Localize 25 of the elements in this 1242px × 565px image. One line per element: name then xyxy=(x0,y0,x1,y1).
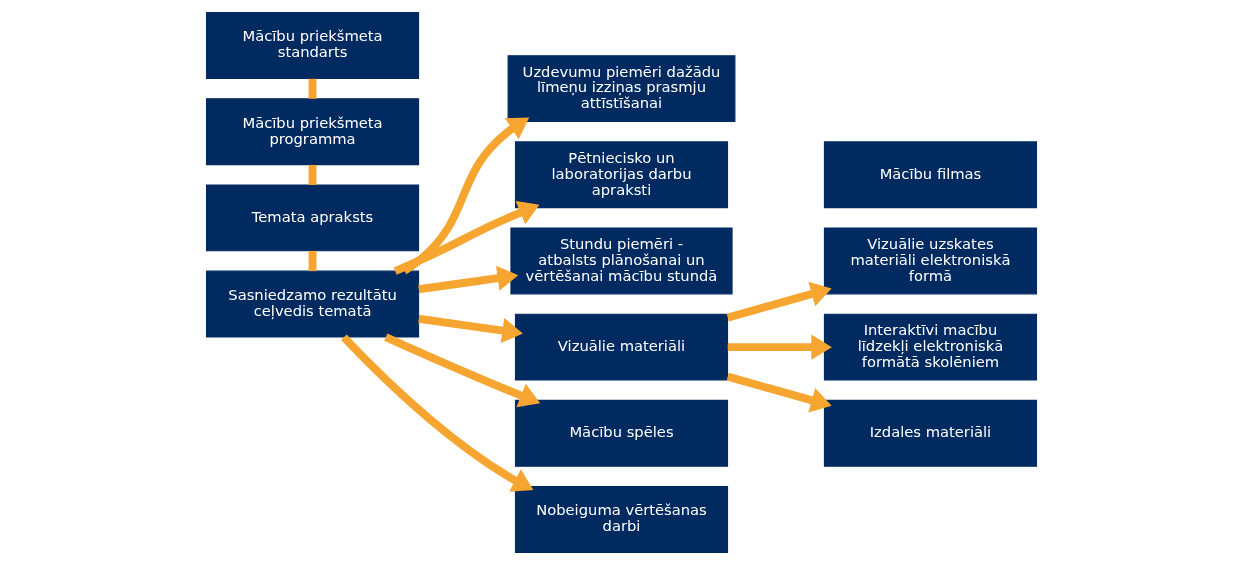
arrow xyxy=(727,334,832,360)
node-box: Interaktīvi macību līdzekļi elektroniskā formātā skolēniem xyxy=(823,313,1037,381)
node-box: Temata apraksts xyxy=(205,184,419,252)
node-box: Mācību filmas xyxy=(823,141,1037,209)
node-box: Vizuālie materiāli xyxy=(514,313,728,381)
arrow xyxy=(726,372,832,413)
node-box: Pētniecisko un laboratorijas darbu apraksti xyxy=(514,141,728,209)
node-box: Sasniedzamo rezultātu ceļvedis tematā xyxy=(205,270,419,338)
connector xyxy=(308,164,316,185)
node-box: Stundu piemēri - atbalsts plānošanai un vērtēšanai mācību stundā xyxy=(509,227,733,295)
node-box: Izdales materiāli xyxy=(823,399,1037,467)
arrow xyxy=(417,314,523,344)
arrow xyxy=(393,200,539,275)
arrow xyxy=(726,281,832,322)
arrow xyxy=(383,333,540,408)
arrow xyxy=(340,334,533,492)
arrow xyxy=(417,265,518,294)
node-box: Uzdevumu piemēri dažādu līmeņu izziņas prasmju attīstīšanai xyxy=(507,55,735,123)
node-box: Mācību spēles xyxy=(514,399,728,467)
node-box: Nobeiguma vērtēšanas darbi xyxy=(514,486,728,553)
node-box: Mācību priekšmeta standarts xyxy=(205,12,419,79)
connector xyxy=(308,78,316,99)
connector xyxy=(308,251,316,272)
node-box: Vizuālie uzskates materiāli elektroniskā formā xyxy=(823,227,1037,295)
node-box: Mācību priekšmeta programma xyxy=(205,98,419,166)
